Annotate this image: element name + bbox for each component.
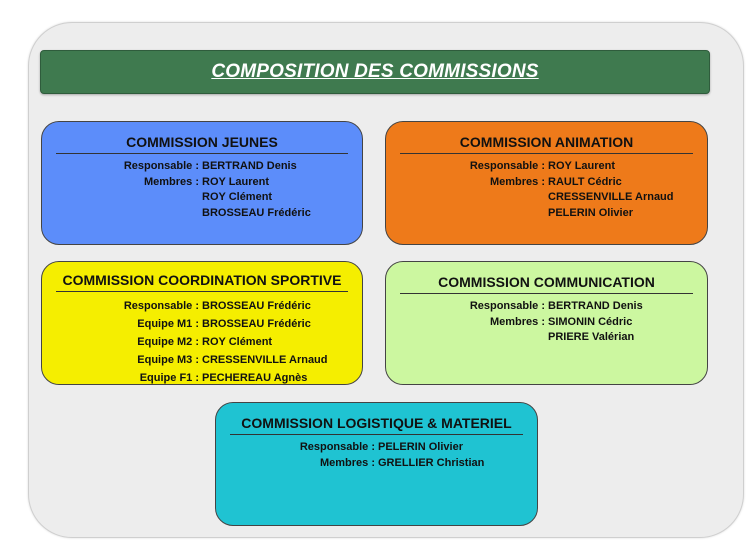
card-title: COMMISSION LOGISTIQUE & MATERIEL	[241, 415, 512, 431]
member-row: Equipe M2 : ROY Clément	[42, 333, 362, 351]
header-banner: COMPOSITION DES COMMISSIONS	[40, 50, 710, 94]
member-list: Responsable : PELERIN Olivier Membres : …	[216, 440, 537, 471]
member-name: PELERIN Olivier	[378, 441, 463, 453]
title-divider	[56, 153, 348, 154]
commission-coordination-sportive-card: COMMISSION COORDINATION SPORTIVE Respons…	[41, 261, 363, 385]
role-label	[386, 330, 545, 346]
member-name: BROSSEAU Frédéric	[202, 206, 311, 219]
member-name: BERTRAND Denis	[548, 300, 643, 312]
member-list: Responsable : BROSSEAU Frédéric Equipe M…	[42, 297, 362, 384]
member-row: ROY Clément	[42, 190, 362, 206]
member-row: Responsable : BERTRAND Denis	[42, 159, 362, 175]
page-title: COMPOSITION DES COMMISSIONS	[211, 61, 539, 82]
member-name: ROY Laurent	[548, 160, 616, 172]
title-divider	[230, 434, 523, 435]
title-divider	[400, 153, 693, 154]
member-list: Responsable : BERTRAND Denis Membres : R…	[42, 159, 362, 221]
card-title: COMMISSION COORDINATION SPORTIVE	[62, 272, 342, 288]
member-row: PRIERE Valérian	[386, 330, 707, 346]
member-name: SIMONIN Cédric	[548, 315, 633, 328]
member-row: Responsable : ROY Laurent	[386, 159, 707, 175]
card-title: COMMISSION JEUNES	[126, 134, 278, 150]
member-name: RAULT Cédric	[548, 175, 622, 188]
role-label: Membres :	[319, 456, 375, 469]
commission-animation-card: COMMISSION ANIMATION Responsable : ROY L…	[385, 121, 708, 245]
member-name: PRIERE Valérian	[548, 331, 635, 343]
member-row: PELERIN Olivier	[386, 206, 707, 222]
role-label: Membres :	[489, 175, 545, 188]
member-list: Responsable : BERTRAND Denis Membres : S…	[386, 299, 707, 346]
member-row: BROSSEAU Frédéric	[42, 206, 362, 222]
role-label: Responsable :	[469, 160, 545, 172]
member-name: ROY Clément	[202, 336, 273, 348]
member-row: Membres : GRELLIER Christian	[216, 456, 537, 472]
title-divider	[400, 293, 693, 294]
card-title: COMMISSION ANIMATION	[459, 134, 634, 150]
commission-jeunes-card: COMMISSION JEUNES Responsable : BERTRAND…	[41, 121, 363, 245]
role-label: Responsable :	[299, 441, 375, 453]
member-row: Responsable : PELERIN Olivier	[216, 440, 537, 456]
member-name: ROY Laurent	[202, 175, 270, 188]
member-row: Membres : SIMONIN Cédric	[386, 315, 707, 331]
member-name: CRESSENVILLE Arnaud	[202, 354, 328, 366]
member-name: ROY Clément	[202, 191, 273, 203]
title-divider	[56, 291, 348, 292]
role-label: Equipe M3 :	[137, 354, 199, 366]
member-row: Membres : ROY Laurent	[42, 175, 362, 191]
role-label	[386, 206, 545, 222]
commission-communication-card: COMMISSION COMMUNICATION Responsable : B…	[385, 261, 708, 385]
member-row: Equipe M1 : BROSSEAU Frédéric	[42, 315, 362, 333]
role-label: Responsable :	[123, 160, 199, 172]
member-name: BROSSEAU Frédéric	[202, 300, 311, 312]
member-name: PELERIN Olivier	[548, 206, 633, 219]
member-name: GRELLIER Christian	[378, 456, 485, 469]
member-row: Equipe F1 : PECHEREAU Agnès	[42, 369, 362, 384]
member-row: Responsable : BROSSEAU Frédéric	[42, 297, 362, 315]
role-label: Membres :	[143, 175, 199, 188]
member-row: Membres : RAULT Cédric	[386, 175, 707, 191]
member-row: Responsable : BERTRAND Denis	[386, 299, 707, 315]
role-label: Responsable :	[469, 300, 545, 312]
member-name: CRESSENVILLE Arnaud	[548, 191, 674, 203]
role-label	[386, 190, 545, 206]
role-label: Equipe M2 :	[137, 336, 199, 348]
card-title: COMMISSION COMMUNICATION	[438, 274, 655, 290]
role-label	[42, 206, 199, 222]
commission-logistique-card: COMMISSION LOGISTIQUE & MATERIEL Respons…	[215, 402, 538, 526]
member-row: Equipe M3 : CRESSENVILLE Arnaud	[42, 351, 362, 369]
role-label	[42, 190, 199, 206]
role-label: Membres :	[489, 315, 545, 328]
member-name: BERTRAND Denis	[202, 160, 297, 172]
role-label: Equipe F1 :	[139, 372, 199, 384]
member-name: BROSSEAU Frédéric	[202, 318, 311, 330]
member-list: Responsable : ROY Laurent Membres : RAUL…	[386, 159, 707, 221]
member-row: CRESSENVILLE Arnaud	[386, 190, 707, 206]
member-name: PECHEREAU Agnès	[202, 372, 308, 384]
role-label: Responsable :	[123, 300, 199, 312]
role-label: Equipe M1 :	[137, 318, 199, 330]
